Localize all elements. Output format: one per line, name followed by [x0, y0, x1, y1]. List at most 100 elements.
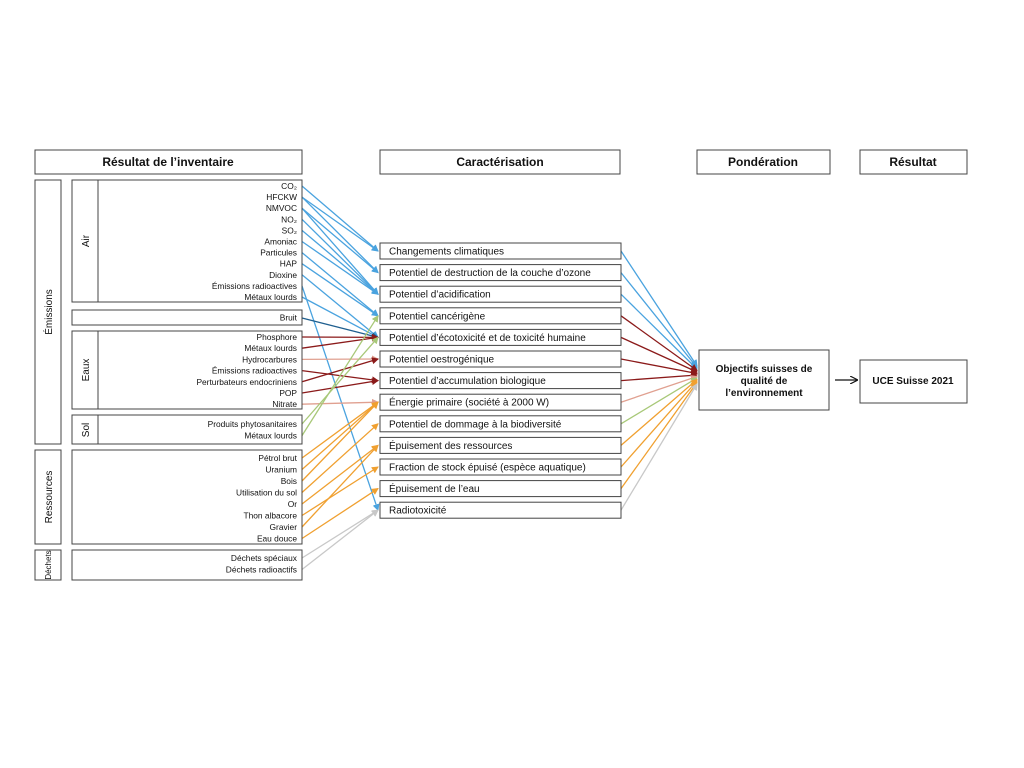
group-emissions-box [34, 179, 62, 445]
characterization-item: Énergie primaire (société à 2000 W) [379, 393, 622, 411]
inventory-to-characterization-link [301, 296, 379, 338]
air-item: Dioxine [269, 270, 297, 280]
subgroup-air-label: Air [81, 234, 92, 247]
noise-label: Bruit [280, 313, 298, 323]
characterization-item: Potentiel de destruction de la couche d’… [379, 264, 622, 282]
water-item: Nitrate [272, 399, 297, 409]
weighting-line-3: l’environnement [725, 388, 803, 399]
characterization-to-weighting-link [620, 371, 698, 382]
resource-item: Utilisation du sol [236, 488, 297, 498]
characterization-item: Épuisement des ressources [379, 436, 622, 454]
resource-item: Eau douce [257, 534, 297, 544]
characterization-to-weighting-link [620, 375, 698, 403]
inventory-to-characterization-link [301, 263, 379, 317]
resource-item: Gravier [270, 522, 298, 532]
header-inventory-label: Résultat de l’inventaire [102, 155, 234, 169]
characterization-to-weighting-link [620, 315, 698, 372]
header-weighting: Pondération [696, 149, 831, 175]
characterization-item: Changements climatiques [379, 242, 622, 260]
characterization-to-weighting-link [620, 293, 698, 370]
characterization-item: Potentiel d’écotoxicité et de toxicité h… [379, 328, 622, 346]
characterization-item: Radiotoxicité [379, 501, 622, 519]
water-item: Perturbateurs endocriniens [196, 377, 297, 387]
soil-item: Métaux lourds [244, 431, 297, 441]
resource-item: Pétrol brut [258, 453, 297, 463]
inventory-to-characterization-link [301, 317, 379, 340]
inventory-to-characterization-link [301, 444, 379, 505]
air-item: CO₂ [281, 181, 297, 191]
air-item: Métaux lourds [244, 292, 297, 302]
inventory-to-characterization-link [301, 336, 379, 425]
weighting-line-1: Objectifs suisses de [716, 364, 813, 375]
water-item: POP [279, 388, 297, 398]
inventory-to-characterization-link [301, 334, 379, 349]
resources-items-box [71, 449, 303, 545]
characterization-to-weighting-link [620, 272, 698, 369]
characterization-to-weighting-link [620, 380, 698, 468]
group-resources-box [34, 449, 62, 545]
characterization-item: Épuisement de l’eau [379, 480, 622, 498]
inventory-to-characterization-link [301, 218, 379, 295]
inventory-to-characterization-link [301, 398, 379, 406]
weighting-line-2: qualité de [741, 376, 788, 387]
characterization-label: Potentiel d’accumulation biologique [389, 376, 546, 387]
air-item: Amoniac [264, 237, 297, 247]
air-items: CO₂HFCKWNMVOCNO₂SO₂AmoniacParticulesHAPD… [212, 181, 298, 302]
characterization-to-weighting-link [620, 378, 698, 446]
group-waste-label: Déchets [44, 550, 53, 579]
inventory-to-characterization-link [301, 196, 379, 252]
inventory-to-characterization-link [301, 444, 379, 528]
group-emissions-label: Émissions [42, 289, 55, 335]
subgroup-soil-items-box [97, 414, 303, 445]
inventory-to-characterization-link [301, 207, 379, 274]
inventory-to-characterization-link [301, 274, 379, 339]
resource-item: Bois [281, 476, 297, 486]
soil-item: Produits phytosanitaires [208, 419, 297, 429]
characterization-label: Fraction de stock épuisé (espèce aquatiq… [389, 463, 586, 474]
inventory-to-characterization-link [301, 357, 379, 383]
header-result-label: Résultat [889, 155, 936, 169]
characterization-item: Potentiel cancérigène [379, 307, 622, 325]
characterization-label: Potentiel oestrogénique [389, 355, 495, 366]
result-label: UCE Suisse 2021 [872, 376, 954, 387]
inventory-to-characterization-link [301, 314, 379, 436]
resource-item: Or [288, 499, 298, 509]
inventory-to-characterization-link [301, 229, 379, 295]
characterization-to-weighting-link [620, 377, 698, 425]
characterization-item: Potentiel d’accumulation biologique [379, 372, 622, 390]
characterization-label: Potentiel de dommage à la biodiversité [389, 419, 562, 430]
inventory-to-characterization-link [301, 509, 379, 559]
header-weighting-label: Pondération [728, 155, 798, 169]
header-characterization-label: Caractérisation [456, 155, 543, 169]
result-box: UCE Suisse 2021 [859, 359, 968, 404]
waste-item: Déchets spéciaux [231, 553, 298, 563]
noise-box [71, 309, 303, 326]
subgroup-air-label-box [71, 179, 99, 303]
inventory-to-characterization-link [301, 252, 379, 317]
characterization-label: Radiotoxicité [389, 506, 447, 517]
inventory-to-characterization-link [301, 240, 379, 295]
inventory-to-characterization-link [301, 466, 379, 517]
connector-lines [301, 185, 698, 571]
air-item: SO₂ [282, 225, 297, 235]
air-item: HFCKW [266, 192, 297, 202]
water-item: Métaux lourds [244, 343, 297, 353]
characterization-item: Potentiel oestrogénique [379, 350, 622, 368]
header-characterization: Caractérisation [379, 149, 621, 175]
characterization-item: Potentiel de dommage à la biodiversité [379, 415, 622, 433]
inventory-to-characterization-link [301, 207, 379, 295]
weighting-box: Objectifs suisses de qualité de l’enviro… [698, 349, 830, 411]
air-item: HAP [280, 259, 298, 269]
waste-items-box [71, 549, 303, 581]
air-item: NMVOC [266, 203, 297, 213]
air-item: Émissions radioactives [212, 281, 297, 291]
characterization-item: Fraction de stock épuisé (espèce aquatiq… [379, 458, 622, 476]
group-resources-label: Ressources [44, 471, 55, 524]
water-item: Hydrocarbures [242, 354, 297, 364]
group-waste-box [34, 549, 62, 581]
characterization-item: Potentiel d’acidification [379, 285, 622, 303]
subgroup-air-items-box [97, 179, 303, 303]
characterization-label: Épuisement des ressources [389, 439, 512, 452]
water-item: Phosphore [256, 332, 297, 342]
